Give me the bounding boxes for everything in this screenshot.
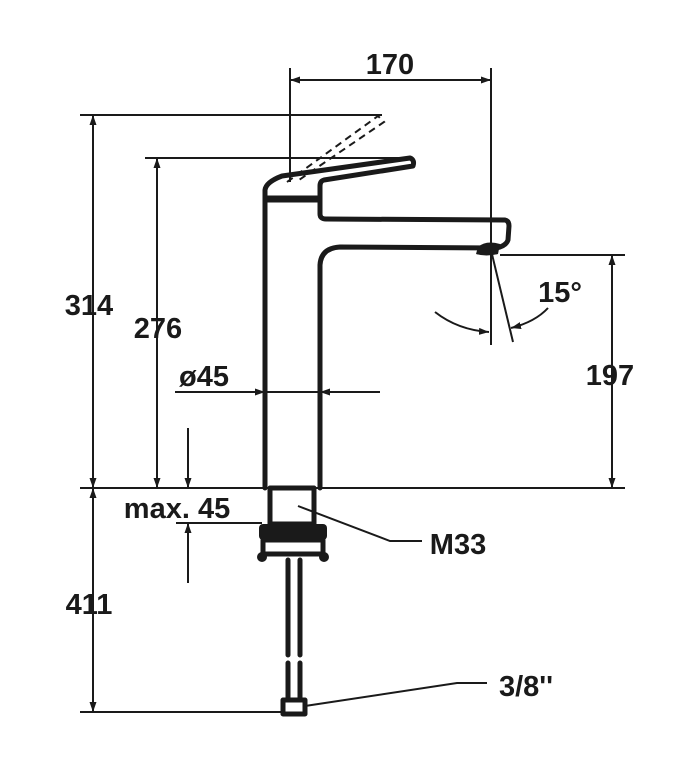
label-15deg: 15° [538,277,582,309]
label-m33: M33 [430,529,486,561]
dim-counter-thickness: max. 45 [124,428,262,583]
label-3-8: 3/8'' [499,671,553,703]
supply-hoses [285,557,303,703]
label-170: 170 [366,49,414,81]
hose-connector [280,697,308,717]
dim-hose-length: 411 [66,488,283,713]
faucet-body [262,114,512,491]
callout-hose-connection: 3/8'' [304,671,553,707]
callout-thread: M33 [297,505,486,561]
label-276: 276 [134,313,182,345]
dim-total-height: 314 [65,114,382,488]
label-max45: max. 45 [124,493,230,525]
threaded-shank [267,485,317,527]
label-411: 411 [66,589,113,621]
label-314: 314 [65,290,113,322]
label-diameter: ø45 [179,361,229,393]
aerator [476,242,500,256]
fixing-nut [259,524,327,540]
dim-spout-reach: 170 [289,49,492,345]
dim-spout-angle: 15° [434,249,582,343]
dim-outlet-height: 197 [500,254,634,488]
lever-open-position [286,114,386,183]
dim-lever-height: 276 [134,157,410,488]
dim-body-diameter: ø45 [175,361,380,396]
mounting-assembly [257,485,329,717]
label-197: 197 [586,360,634,392]
